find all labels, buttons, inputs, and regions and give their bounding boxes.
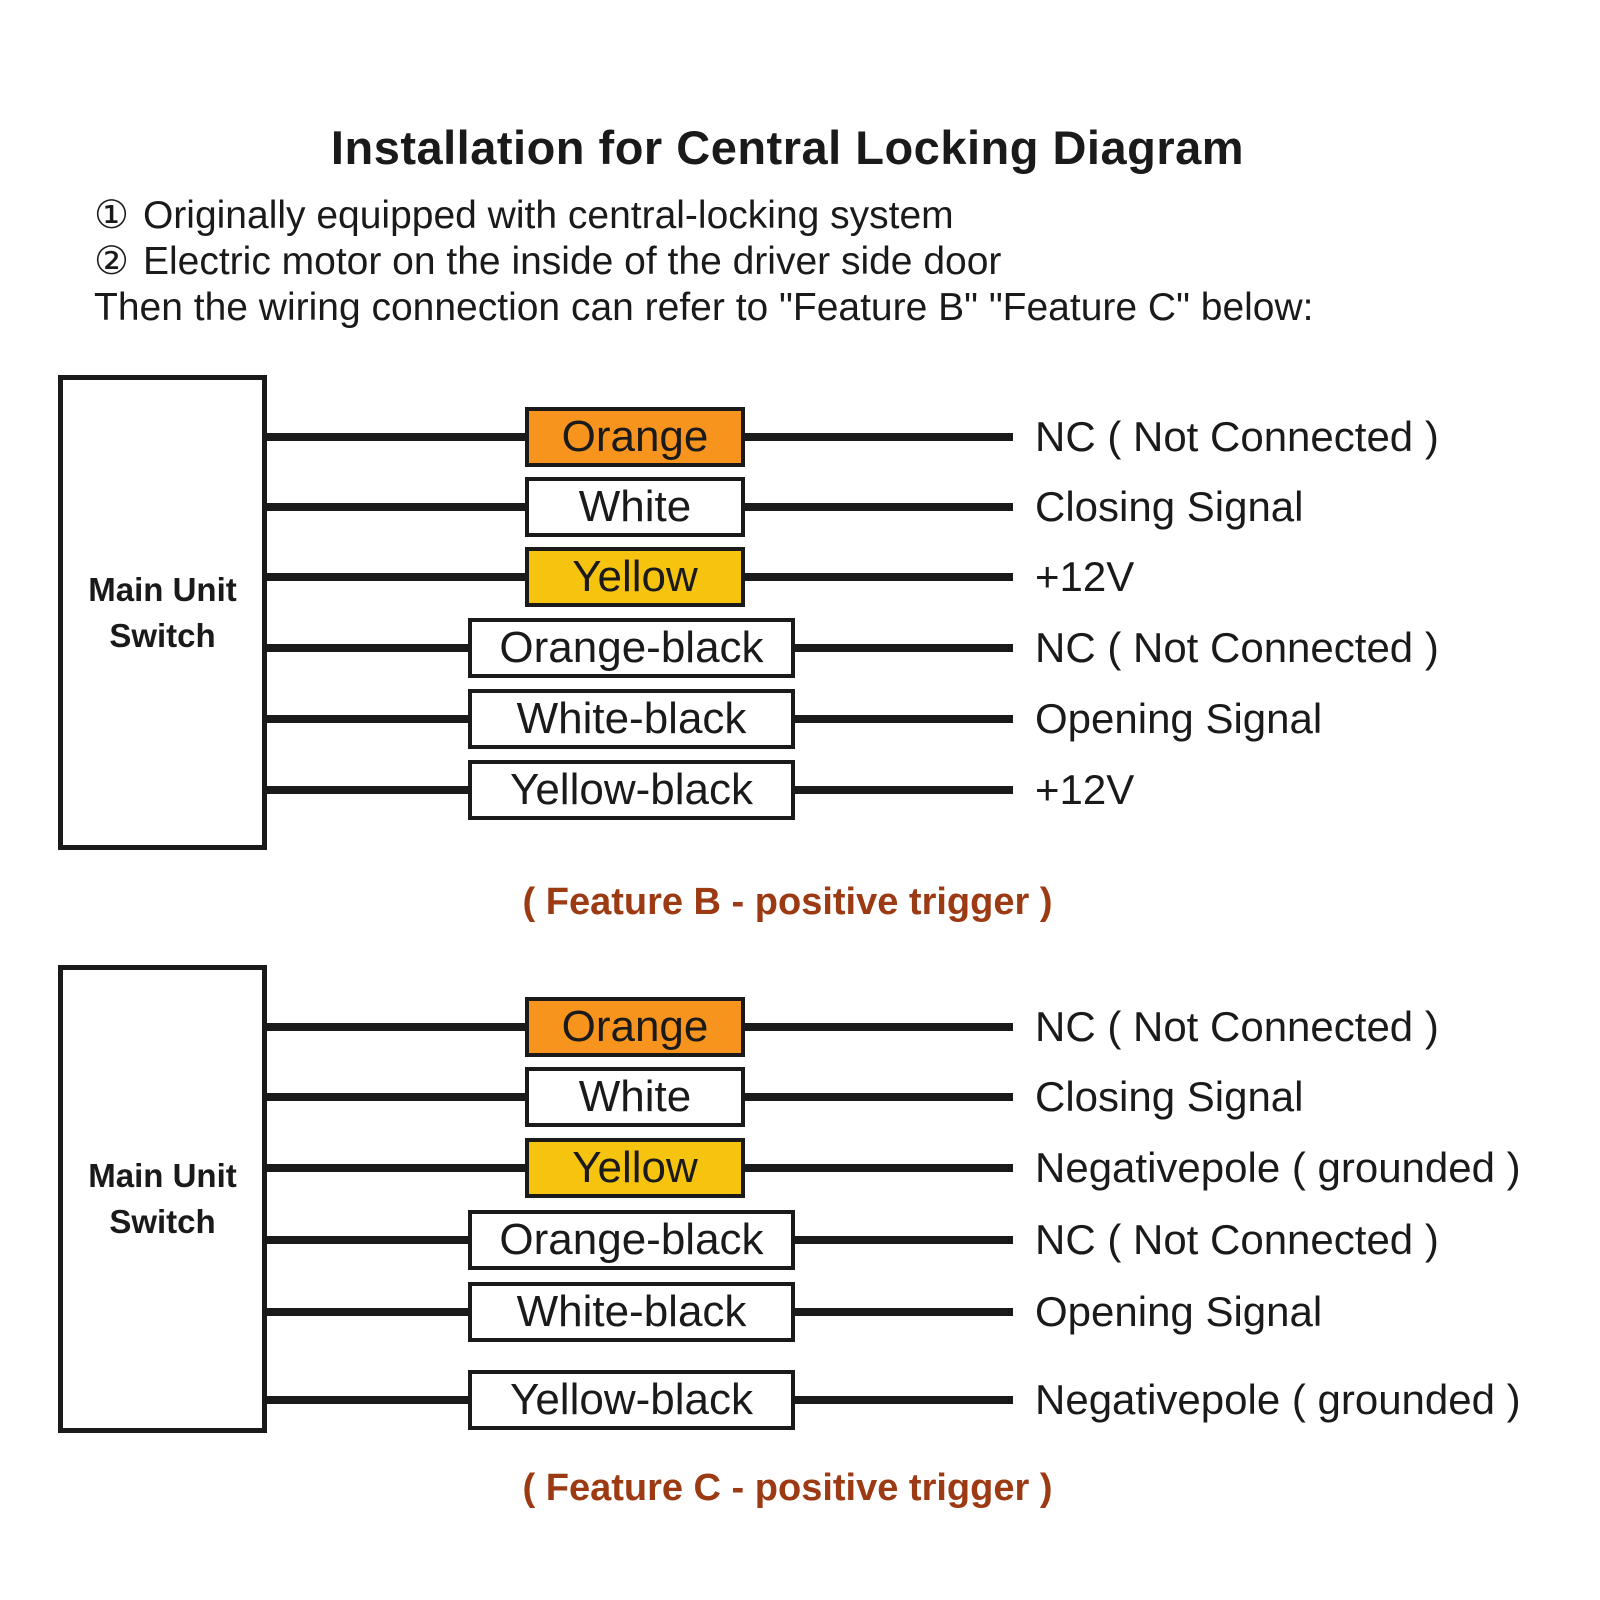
signal-label: NC ( Not Connected ): [1035, 1003, 1439, 1050]
wire-label-box: White: [525, 477, 745, 537]
wire-color-name: Yellow: [572, 1143, 698, 1192]
wire-color-name: White-black: [516, 694, 747, 743]
wire-label-box: Orange: [525, 997, 745, 1057]
circled-1-badge: ①: [94, 194, 129, 237]
wire-label-box: Orange-black: [468, 618, 795, 678]
wire-label-box: Orange-black: [468, 1210, 795, 1270]
wire-label-box: Orange: [525, 407, 745, 467]
wire-label-box: White-black: [468, 689, 795, 749]
circled-2-badge: ②: [94, 240, 129, 283]
page-title: Installation for Central Locking Diagram: [330, 121, 1245, 174]
wire-color-name: Orange: [561, 1002, 709, 1051]
wire-color-name: White-black: [516, 1287, 747, 1336]
wire-color-name: White: [578, 482, 692, 531]
signal-label: NC ( Not Connected ): [1035, 624, 1439, 671]
wire-label-box: Yellow-black: [468, 1370, 795, 1430]
intro-item-1-text: Originally equipped with central-locking…: [142, 194, 954, 237]
signal-label: Closing Signal: [1035, 483, 1304, 530]
main-unit-switch-label: Main Unit Switch: [88, 570, 237, 654]
signal-label: Opening Signal: [1035, 1288, 1323, 1335]
signal-label: +12V: [1035, 553, 1135, 600]
wire-color-name: Yellow: [572, 552, 698, 601]
main-unit-switch-box: Main Unit Switch: [58, 375, 267, 850]
main-unit-switch-box: Main Unit Switch: [58, 965, 267, 1433]
signal-label: Closing Signal: [1035, 1073, 1304, 1120]
feature-b-caption: ( Feature B - positive trigger ): [522, 881, 1053, 923]
wire-color-name: Orange-black: [499, 1215, 764, 1264]
wire-label-box: Yellow: [525, 547, 745, 607]
intro-item-1: ① Originally equipped with central-lockin…: [94, 193, 954, 239]
feature-c-caption: ( Feature C - positive trigger ): [522, 1467, 1053, 1509]
wire-color-name: Orange: [561, 412, 709, 461]
signal-label: Opening Signal: [1035, 695, 1323, 742]
signal-label: +12V: [1035, 766, 1135, 813]
wire-color-name: Orange-black: [499, 623, 764, 672]
signal-label: Negativepole ( grounded ): [1035, 1144, 1521, 1191]
signal-label: NC ( Not Connected ): [1035, 413, 1439, 460]
signal-label: Negativepole ( grounded ): [1035, 1376, 1521, 1423]
wire-label-box: White-black: [468, 1282, 795, 1342]
wire-label-box: Yellow-black: [468, 760, 795, 820]
intro-note: Then the wiring connection can refer to …: [94, 286, 1314, 329]
wire-color-name: Yellow-black: [510, 1375, 753, 1424]
signal-label: NC ( Not Connected ): [1035, 1216, 1439, 1263]
intro-item-2-text: Electric motor on the inside of the driv…: [142, 240, 1002, 283]
intro-item-2: ② Electric motor on the inside of the dri…: [94, 239, 1001, 285]
main-unit-switch-label: Main Unit Switch: [88, 1157, 237, 1240]
wire-color-name: Yellow-black: [510, 765, 753, 814]
wire-label-box: White: [525, 1067, 745, 1127]
wire-color-name: White: [578, 1072, 692, 1121]
wire-label-box: Yellow: [525, 1138, 745, 1198]
